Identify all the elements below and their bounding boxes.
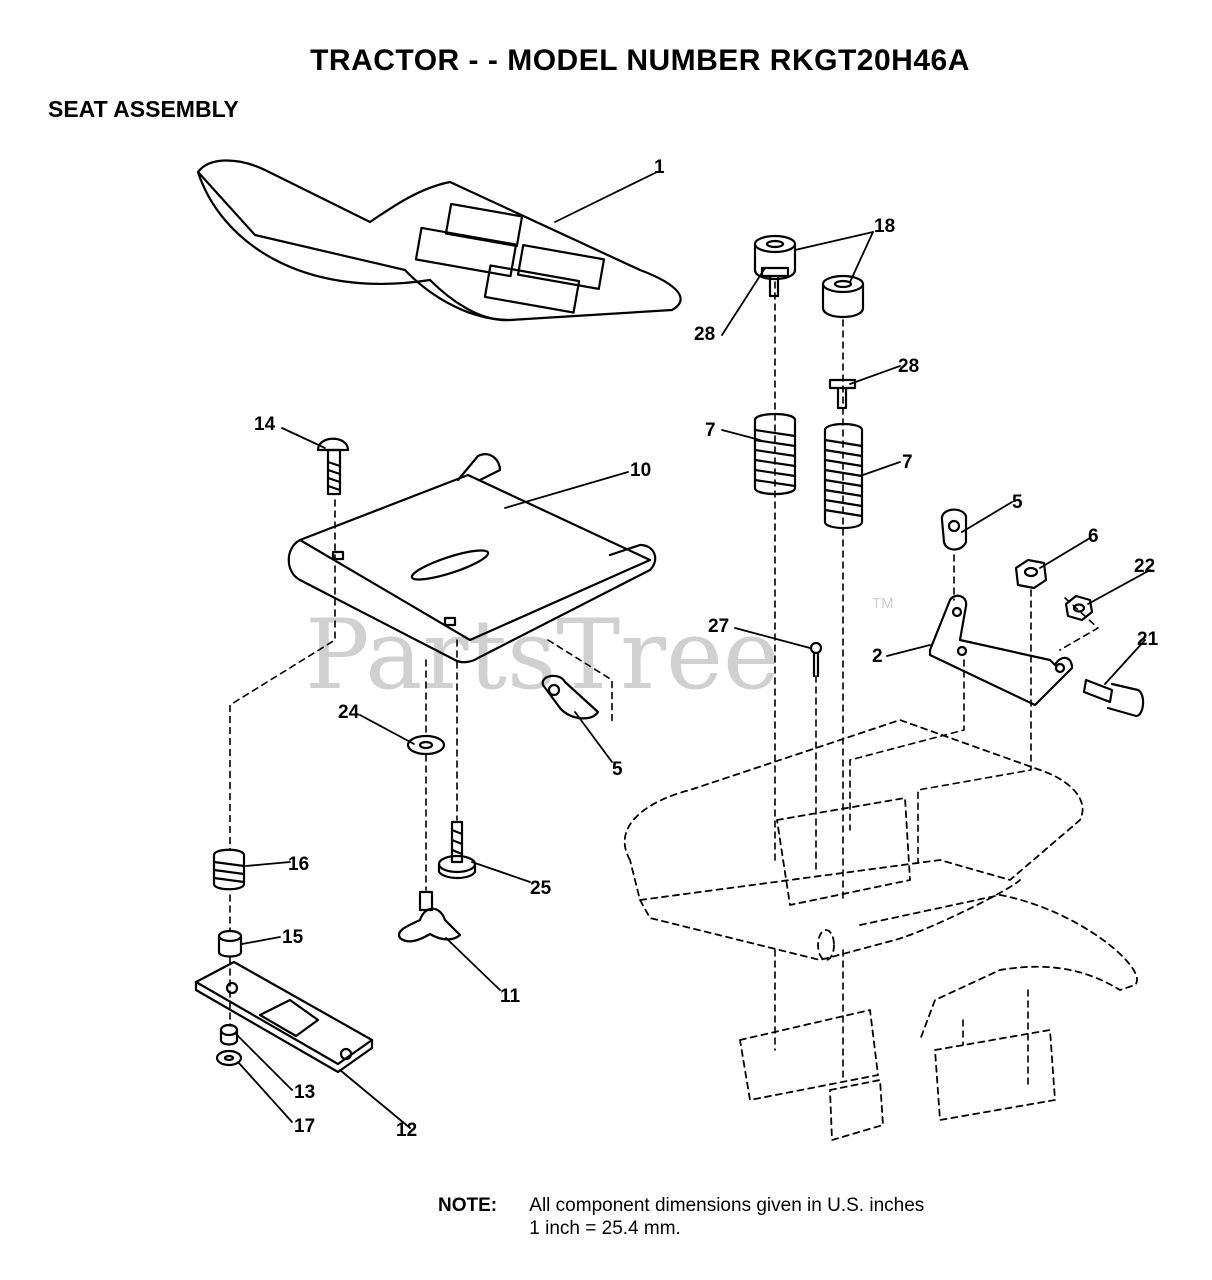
seat-pan-part bbox=[287, 453, 657, 664]
callout-24: 24 bbox=[338, 702, 360, 723]
callout-2: 2 bbox=[872, 646, 883, 667]
nut-washer-parts bbox=[215, 1023, 243, 1067]
note-line-1: All component dimensions given in U.S. i… bbox=[529, 1195, 925, 1216]
bumper-parts bbox=[753, 234, 865, 319]
note-label: NOTE: bbox=[438, 1195, 498, 1216]
nut-part bbox=[1014, 558, 1048, 590]
callout-5: 5 bbox=[1012, 492, 1023, 513]
callout-12: 12 bbox=[396, 1120, 417, 1141]
bracket-part bbox=[928, 594, 1074, 707]
callout-22: 22 bbox=[1134, 556, 1155, 577]
assembly-lines bbox=[229, 281, 1099, 1086]
hex-nut-part bbox=[1064, 594, 1094, 622]
knob-part bbox=[397, 890, 462, 943]
callout-28: 28 bbox=[898, 356, 919, 377]
section-heading: SEAT ASSEMBLY bbox=[48, 96, 239, 122]
callout-10: 10 bbox=[630, 460, 651, 481]
callout-14: 14 bbox=[254, 414, 276, 435]
callout-6: 6 bbox=[1088, 526, 1099, 547]
carriage-bolt-part bbox=[316, 437, 350, 496]
dimension-note: NOTE: All component dimensions given in … bbox=[438, 1194, 924, 1240]
callout-13: 13 bbox=[294, 1082, 315, 1103]
callout-15: 15 bbox=[282, 927, 304, 948]
callout-27: 27 bbox=[708, 616, 729, 637]
clip-parts bbox=[541, 508, 968, 720]
screw-parts bbox=[760, 266, 857, 410]
pin-part bbox=[809, 641, 823, 678]
spacer-part bbox=[217, 929, 243, 958]
callout-7: 7 bbox=[902, 452, 913, 473]
callout-5: 5 bbox=[612, 759, 623, 780]
callout-21: 21 bbox=[1137, 629, 1159, 650]
washer-part bbox=[406, 734, 446, 756]
seat-plate-part bbox=[194, 960, 374, 1074]
callout-18: 18 bbox=[874, 216, 895, 237]
shoulder-bolt-part bbox=[1082, 678, 1145, 718]
callout-25: 25 bbox=[530, 878, 552, 899]
tractor-fender-outline bbox=[623, 719, 1138, 1141]
page-title: TRACTOR - - MODEL NUMBER RKGT20H46A bbox=[310, 44, 970, 77]
callout-labels: 1 18 28 28 7 7 14 10 5 6 22 27 2 21 24 5… bbox=[254, 157, 1159, 1141]
leader-lines bbox=[235, 171, 1151, 1129]
spring-parts bbox=[753, 412, 864, 530]
callout-28: 28 bbox=[694, 324, 715, 345]
small-spring-part bbox=[212, 848, 246, 891]
callout-1: 1 bbox=[654, 157, 665, 178]
watermark-tm: TM bbox=[872, 595, 894, 612]
seat-part bbox=[196, 159, 682, 322]
watermark-text: PartsTree bbox=[305, 599, 780, 711]
callout-7: 7 bbox=[705, 420, 716, 441]
note-line-2: 1 inch = 25.4 mm. bbox=[529, 1218, 681, 1239]
callout-17: 17 bbox=[294, 1116, 315, 1137]
callout-11: 11 bbox=[500, 986, 521, 1007]
flange-screw-part bbox=[437, 820, 477, 880]
callout-16: 16 bbox=[288, 854, 309, 875]
